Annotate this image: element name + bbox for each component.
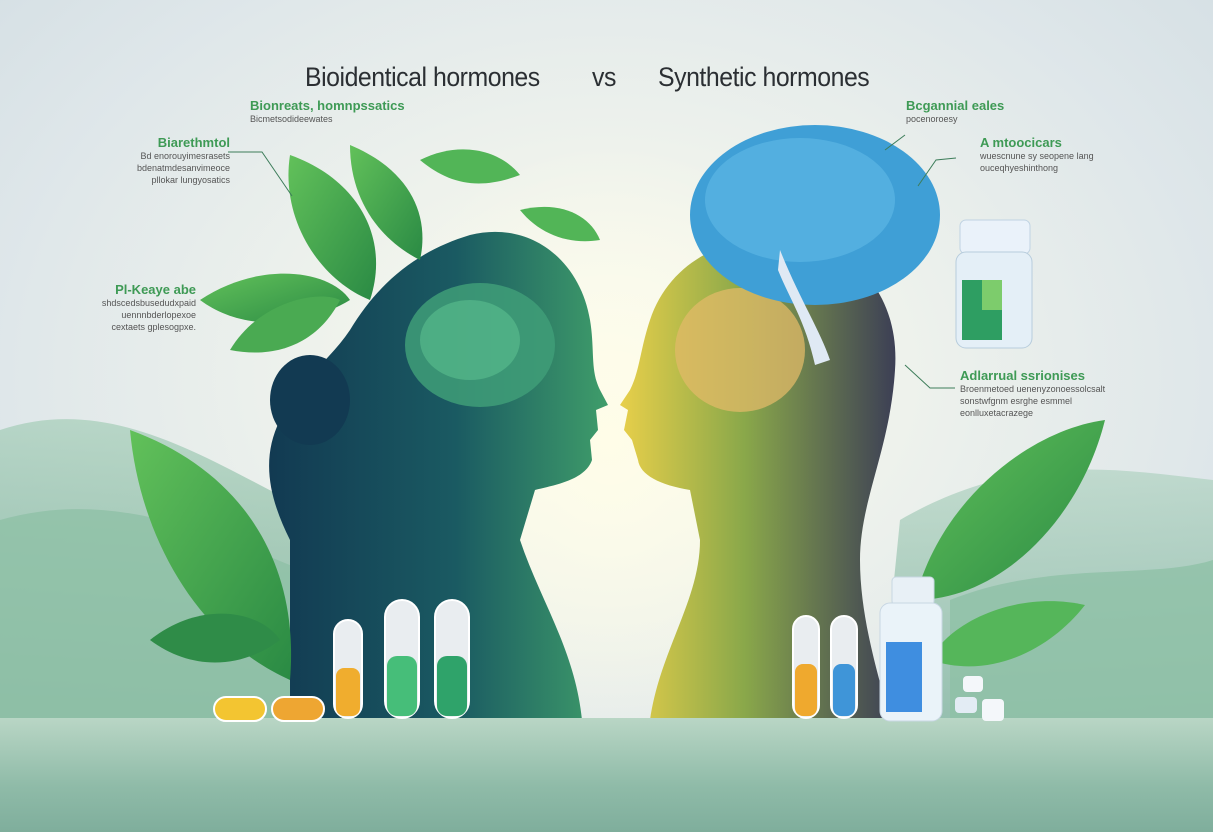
label-heading: Adlarrual ssrionises (960, 368, 1085, 383)
ground-band (0, 718, 1213, 832)
label-body: shdscedsbusedudxpaid (101, 298, 196, 308)
pill-bottle-top (955, 219, 1033, 349)
capsules-right (792, 615, 858, 719)
label-heading: A mtoocicars (980, 135, 1062, 150)
label-heading: Bcgannial eales (906, 98, 1005, 113)
label-right-3: Adlarrual ssrionises Broenmetoed uenenyz… (960, 368, 1105, 419)
label-left-3: Pl-Keaye abe shdscedsbusedudxpaid uennnb… (88, 282, 196, 333)
label-right-2: A mtoocicars wuescnune sy seopene lang o… (980, 135, 1094, 174)
label-body: ouceqhyeshinthong (980, 163, 1059, 173)
pill-bottle-bottom (879, 576, 943, 722)
label-heading: Pl-Keaye abe (115, 282, 196, 297)
label-body: eonlluxetacrazege (960, 408, 1034, 418)
title-right: Synthetic hormones (658, 62, 870, 92)
label-body: pocenoroesy (906, 114, 958, 124)
label-left-2: Biarethmtol Bd enorouyimesrasets bdenatm… (100, 135, 230, 186)
label-left-1: Bionreats, homnpssatics Bicmetsodideewat… (250, 98, 405, 125)
label-body: Bd enorouyimesrasets (140, 151, 230, 161)
label-body: wuescnune sy seopene lang (980, 151, 1094, 161)
label-body: Broenmetoed uenenyzonoessolcsalt (960, 384, 1106, 394)
capsules-left (213, 599, 470, 722)
label-heading: Biarethmtol (157, 135, 230, 150)
title-left: Bioidentical hormones (305, 62, 540, 92)
label-right-1: Bcgannial eales pocenoroesy (906, 98, 1004, 125)
title-vs: vs (592, 62, 616, 92)
label-heading: Bionreats, homnpssatics (250, 98, 405, 113)
label-body: uennnbderlopexoe (121, 310, 196, 320)
label-body: sonstwfgnm esrghe esmmel (960, 396, 1073, 406)
label-body: bdenatmdesanvimeoce (136, 163, 230, 173)
label-body: pllokar lungyosatics (151, 175, 230, 185)
tablets (955, 676, 1004, 721)
label-body: cextaets gplesogpxe. (111, 322, 196, 332)
label-body: Bicmetsodideewates (250, 114, 333, 124)
